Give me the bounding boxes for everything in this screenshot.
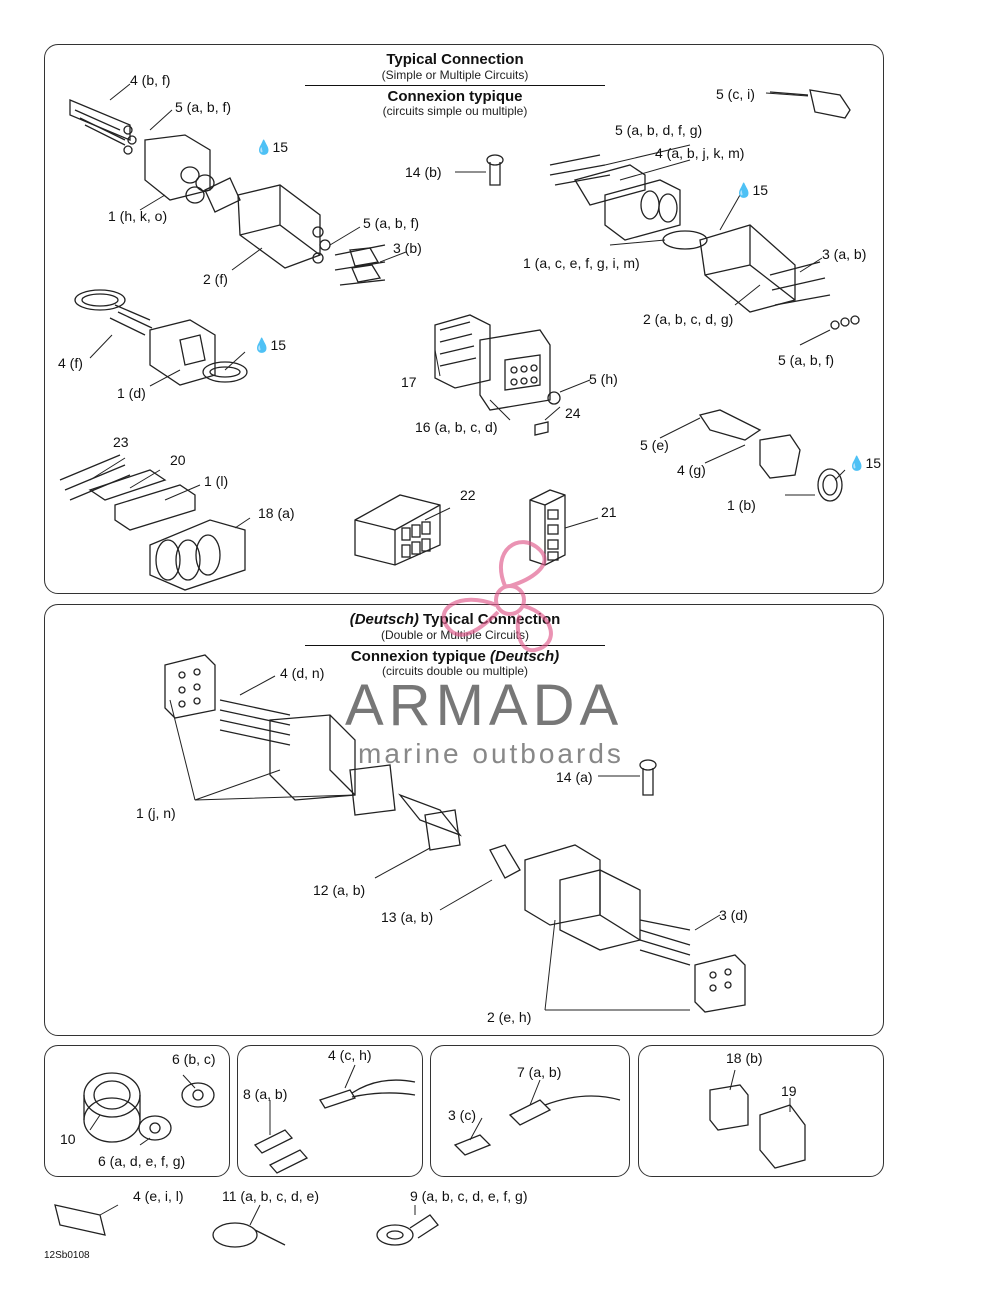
watermark-brand: ARMADA (345, 673, 624, 738)
terminal-5ci (769, 89, 851, 119)
panel2-title-prefix: (Deutsch) (349, 611, 419, 628)
label-7ab: 7 (a, b) (517, 1064, 562, 1080)
panel-connector-18b (638, 1045, 884, 1177)
label-20: 20 (170, 452, 186, 468)
terminal-7-3c (453, 1095, 621, 1156)
connector-assembly-1d (74, 289, 248, 386)
leader-lines (89, 83, 846, 1226)
label-4eil: 4 (e, i, l) (133, 1188, 184, 1204)
label-21: 21 (601, 504, 617, 520)
label-1b: 1 (b) (727, 497, 756, 513)
label-4dn: 4 (d, n) (280, 665, 325, 681)
panel1-title: Typical Connection (Simple or Multiple C… (305, 51, 605, 119)
label-11abcde: 11 (a, b, c, d, e) (222, 1188, 320, 1204)
label-5abf-right: 5 (a, b, f) (778, 352, 835, 368)
label-17: 17 (401, 374, 417, 390)
label-14a: 14 (a) (556, 769, 593, 785)
label-4g: 4 (g) (677, 462, 706, 478)
label-15-d: 💧15 (848, 455, 882, 471)
label-4bf: 4 (b, f) (130, 72, 171, 88)
drawing-code: 12Sb0108 (44, 1250, 90, 1261)
label-18a: 18 (a) (258, 505, 295, 521)
armada-logo (441, 540, 553, 653)
panel1-title-en: Typical Connection (386, 51, 524, 68)
label-6bc: 6 (b, c) (172, 1051, 216, 1067)
label-15-c: 💧15 (253, 337, 287, 353)
panel-terminal-7 (430, 1045, 630, 1177)
panel2-title-fr-suffix: (Deutsch) (490, 647, 560, 665)
label-15-a-num: 15 (272, 139, 289, 155)
label-9abcdefg: 9 (a, b, c, d, e, f, g) (410, 1188, 528, 1204)
connector-22 (354, 494, 441, 566)
label-5h: 5 (h) (589, 371, 618, 387)
label-15-a: 💧15 (255, 139, 289, 155)
label-22: 22 (460, 487, 476, 503)
pin-14a (639, 759, 657, 796)
label-10: 10 (60, 1131, 76, 1147)
label-1d: 1 (d) (117, 385, 146, 401)
connector-1b (698, 409, 843, 502)
title-divider (305, 644, 605, 646)
label-3ab: 3 (a, b) (822, 246, 867, 262)
label-1l: 1 (l) (204, 473, 229, 489)
deutsch-receptacle-2eh (489, 844, 746, 1013)
loose-parts (54, 1204, 439, 1248)
label-2f: 2 (f) (203, 271, 228, 287)
label-15-c-num: 15 (270, 337, 287, 353)
panel2-title-fr-line: Connexion typique (Deutsch) (305, 647, 605, 666)
title-divider (305, 84, 605, 86)
terminal-strip-18a (59, 454, 246, 591)
label-13ab: 13 (a, b) (381, 909, 434, 925)
panel-splices (237, 1045, 423, 1177)
label-15-d-num: 15 (865, 455, 882, 471)
connector-21 (529, 489, 566, 566)
label-14b: 14 (b) (405, 164, 442, 180)
pin-14b (486, 154, 504, 186)
grommets-6-10 (83, 1072, 215, 1143)
label-16abcd: 16 (a, b, c, d) (415, 419, 498, 435)
label-2abcdg: 2 (a, b, c, d, g) (643, 311, 734, 327)
label-3d: 3 (d) (719, 907, 748, 923)
connector-16 (434, 314, 561, 436)
label-5abdfg: 5 (a, b, d, f, g) (615, 122, 703, 138)
label-15-b-num: 15 (752, 182, 769, 198)
label-3c: 3 (c) (448, 1107, 476, 1123)
label-3b: 3 (b) (393, 240, 422, 256)
label-23: 23 (113, 434, 129, 450)
label-2eh: 2 (e, h) (487, 1009, 532, 1025)
label-4ch: 4 (c, h) (328, 1047, 372, 1063)
label-19: 19 (781, 1083, 797, 1099)
label-1acefgim: 1 (a, c, e, f, g, i, m) (523, 255, 640, 271)
panel2-title-fr: Connexion typique (350, 647, 486, 665)
connector-assembly-1hko (69, 99, 386, 286)
label-15-b: 💧15 (735, 182, 769, 198)
label-5abf-mid: 5 (a, b, f) (363, 215, 420, 231)
label-4abjkm: 4 (a, b, j, k, m) (655, 145, 745, 161)
label-6adefg: 6 (a, d, e, f, g) (98, 1153, 186, 1169)
label-24: 24 (565, 405, 581, 421)
label-5ci: 5 (c, i) (716, 86, 755, 102)
label-4f: 4 (f) (58, 355, 83, 371)
splices-8-4ch (253, 1079, 416, 1174)
label-18b: 18 (b) (726, 1050, 763, 1066)
panel2-subtitle-fr: (circuits double ou multiple) (381, 664, 529, 679)
label-5abf-top: 5 (a, b, f) (175, 99, 232, 115)
connector-assembly-right (549, 154, 860, 330)
label-1jn: 1 (j, n) (136, 805, 176, 821)
label-12ab: 12 (a, b) (313, 882, 366, 898)
watermark-tagline: marine outboards (358, 738, 624, 769)
label-1hko: 1 (h, k, o) (108, 208, 168, 224)
panel1-subtitle-fr: (circuits simple ou multiple) (382, 104, 528, 119)
panel1-title-fr: Connexion typique (387, 87, 523, 105)
label-8ab: 8 (a, b) (243, 1086, 288, 1102)
panel1-subtitle-en: (Simple or Multiple Circuits) (381, 67, 529, 82)
label-5e: 5 (e) (640, 437, 669, 453)
